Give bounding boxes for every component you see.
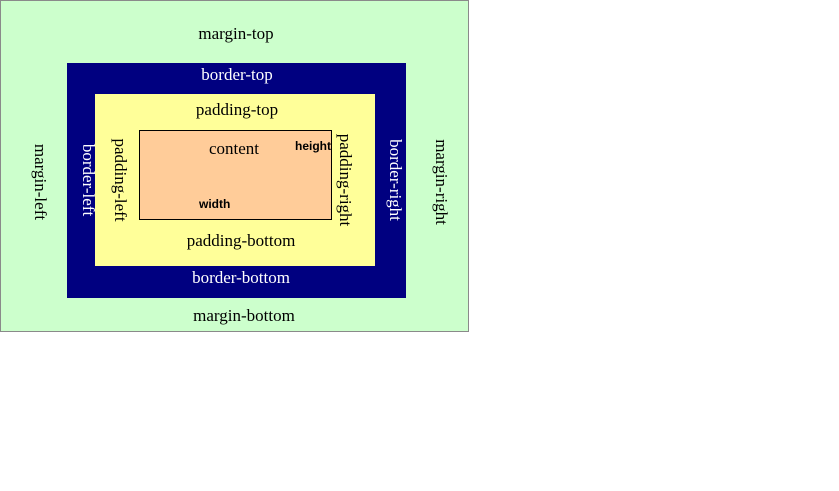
padding-right-label: padding-right [336,133,355,227]
margin-left-label: margin-left [31,143,50,221]
margin-bottom-label: margin-bottom [193,306,295,325]
width-label: width [199,197,231,211]
content-area [139,130,332,220]
border-bottom-label: border-bottom [192,268,290,287]
padding-bottom-label: padding-bottom [186,231,296,250]
border-top-label: border-top [201,65,273,84]
border-left-label: border-left [79,143,98,217]
content-label: content [208,139,260,158]
margin-top-label: margin-top [198,24,274,43]
padding-top-label: padding-top [195,100,279,119]
border-right-label: border-right [386,139,405,221]
padding-left-label: padding-left [111,138,130,222]
margin-right-label: margin-right [432,139,451,225]
height-label: height [295,139,331,153]
